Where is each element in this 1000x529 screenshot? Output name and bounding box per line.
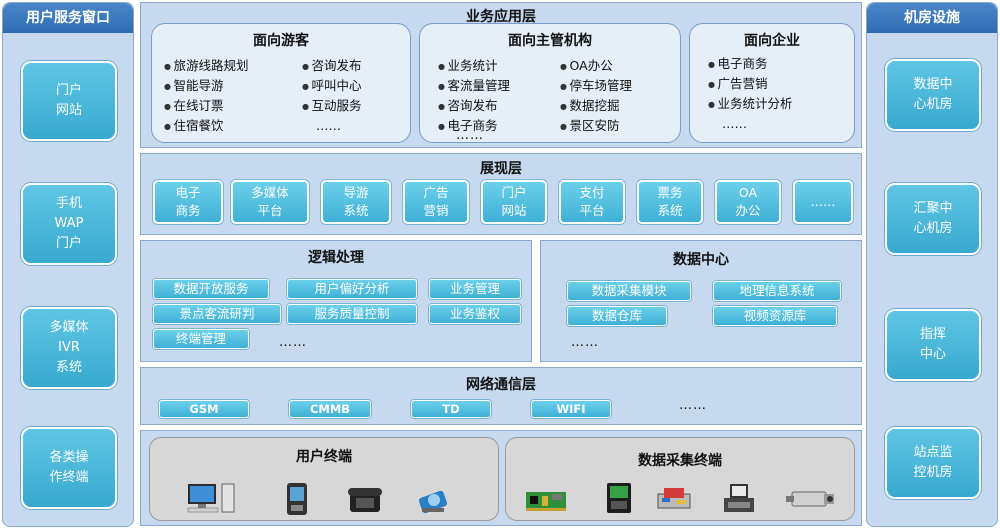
ecommerce-box: 电子 商务: [153, 180, 223, 224]
desktop-computer-icon: [187, 483, 235, 513]
data-center-title: 数据中心: [673, 252, 729, 268]
site-monitor-room-box: 站点监 控机房: [885, 427, 981, 499]
tour-guide-system-box: 导游 系统: [321, 180, 391, 224]
list-item: 景区安防: [560, 116, 632, 136]
pos-terminal-icon: [724, 484, 754, 512]
list-item: 旅游线路规划: [164, 56, 249, 76]
authority-more: ……: [456, 128, 484, 143]
video-library-pill: 视频资源库: [713, 306, 837, 326]
list-item: 客流量管理: [438, 76, 511, 96]
list-item: 电子商务: [438, 116, 510, 136]
portal-website-box: 门户 网站: [481, 180, 547, 224]
list-item: 咨询发布: [438, 96, 510, 116]
mobile-wap-portal-box: 手机 WAP 门户: [21, 183, 117, 265]
circuit-board-icon: [526, 492, 566, 511]
user-service-window-title: 用户服务窗口: [3, 3, 133, 33]
more-box: ……: [793, 180, 853, 224]
facility-title: 机房设施: [867, 3, 997, 33]
logic-more: ……: [279, 335, 307, 350]
list-item: 智能导游: [164, 76, 249, 96]
list-item: 数据挖掘: [560, 96, 632, 116]
list-item: 停车场管理: [560, 76, 633, 96]
list-item: 咨询发布: [302, 56, 362, 76]
network-communication-layer: 网络通信层 GSM CMMB TD WIFI ……: [140, 367, 862, 425]
user-service-window-column: 用户服务窗口 门户 网站 手机 WAP 门户 多媒体 IVR 系统 各类操 作终…: [2, 2, 134, 527]
authority-items-col2: OA办公 停车场管理 数据挖掘 景区安防: [560, 56, 633, 136]
more-ellipsis: ……: [316, 118, 341, 133]
authority-panel: 面向主管机构 业务统计 客流量管理 咨询发布 电子商务 OA办公 停车场管理 数…: [419, 23, 681, 143]
ticket-printer-icon: [657, 488, 691, 509]
business-application-layer: 业务应用层 面向游客 旅游线路规划 智能导游 在线订票 住宿餐饮 咨询发布 呼叫…: [140, 2, 862, 148]
list-item: 住宿餐饮: [164, 116, 249, 136]
business-layer-title: 业务应用层: [466, 9, 536, 25]
presentation-layer: 展现层 电子 商务 多媒体 平台 导游 系统 广告 营销 门户 网站 支付 平台…: [140, 153, 862, 235]
list-item: 广告营销: [708, 74, 793, 94]
gis-pill: 地理信息系统: [713, 281, 841, 301]
telephone-icon: [348, 488, 382, 512]
more-ellipsis: ……: [722, 116, 747, 131]
enterprise-items: 电子商务 广告营销 业务统计分析 ……: [708, 54, 793, 134]
gsm-pill: GSM: [159, 400, 249, 418]
tourist-title: 面向游客: [253, 33, 309, 49]
tourist-items-col1: 旅游线路规划 智能导游 在线订票 住宿餐饮: [164, 56, 249, 136]
tourist-items-col2: 咨询发布 呼叫中心 互动服务 ……: [302, 56, 362, 136]
scenic-flow-pill: 景点客流研判: [153, 304, 281, 324]
pda-icon: [287, 483, 307, 515]
multimedia-platform-box: 多媒体 平台: [231, 180, 309, 224]
data-center-more: ……: [571, 335, 599, 350]
user-preference-pill: 用户偏好分析: [287, 279, 417, 299]
list-item: 业务统计分析: [708, 94, 793, 114]
cmmb-pill: CMMB: [289, 400, 371, 418]
facility-column: 机房设施 数据中 心机房 汇聚中 心机房 指挥 中心 站点监 控机房: [866, 2, 998, 527]
network-more: ……: [679, 398, 707, 413]
terminal-layer: 用户终端 数据采集终端: [140, 430, 862, 526]
card-reader-icon: [607, 483, 631, 513]
portal-website-box: 门户 网站: [21, 61, 117, 141]
logic-processing-layer: 逻辑处理 数据开放服务 用户偏好分析 业务管理 景点客流研判 服务质量控制 业务…: [140, 240, 532, 362]
enterprise-panel: 面向企业 电子商务 广告营销 业务统计分析 ……: [689, 23, 855, 143]
oa-office-box: OA 办公: [715, 180, 781, 224]
data-warehouse-pill: 数据仓库: [567, 306, 667, 326]
user-terminal-panel: 用户终端: [149, 437, 499, 521]
tourist-panel: 面向游客 旅游线路规划 智能导游 在线订票 住宿餐饮 咨询发布 呼叫中心 互动服…: [151, 23, 411, 143]
cctv-camera-icon: [786, 491, 834, 507]
data-collection-pill: 数据采集模块: [567, 281, 691, 301]
list-item: 在线订票: [164, 96, 249, 116]
kiosk-icon: [418, 490, 448, 514]
data-collection-terminal-panel: 数据采集终端: [505, 437, 855, 521]
service-quality-pill: 服务质量控制: [287, 304, 417, 324]
business-management-pill: 业务管理: [429, 279, 521, 299]
aggregation-room-box: 汇聚中 心机房: [885, 183, 981, 255]
td-pill: TD: [411, 400, 491, 418]
logic-layer-title: 逻辑处理: [308, 250, 364, 266]
business-auth-pill: 业务鉴权: [429, 304, 521, 324]
ticketing-system-box: 票务 系统: [637, 180, 703, 224]
command-center-box: 指挥 中心: [885, 309, 981, 381]
multimedia-ivr-box: 多媒体 IVR 系统: [21, 307, 117, 389]
list-item: 呼叫中心: [302, 76, 362, 96]
ad-marketing-box: 广告 营销: [403, 180, 469, 224]
list-item: 电子商务: [708, 54, 793, 74]
payment-platform-box: 支付 平台: [559, 180, 625, 224]
list-item: OA办公: [560, 56, 632, 76]
authority-items-col1: 业务统计 客流量管理 咨询发布 电子商务: [438, 56, 511, 136]
data-center-layer: 数据中心 数据采集模块 地理信息系统 数据仓库 视频资源库 ……: [540, 240, 862, 362]
list-item: 业务统计: [438, 56, 510, 76]
data-terminal-title: 数据采集终端: [638, 453, 722, 469]
wifi-pill: WIFI: [531, 400, 611, 418]
enterprise-title: 面向企业: [744, 33, 800, 49]
data-open-service-pill: 数据开放服务: [153, 279, 269, 299]
list-item: 互动服务: [302, 96, 362, 116]
data-center-room-box: 数据中 心机房: [885, 59, 981, 131]
authority-title: 面向主管机构: [508, 33, 592, 49]
operation-terminal-box: 各类操 作终端: [21, 427, 117, 509]
terminal-management-pill: 终端管理: [153, 329, 249, 349]
network-layer-title: 网络通信层: [466, 377, 536, 393]
presentation-layer-title: 展现层: [480, 161, 522, 177]
user-terminal-title: 用户终端: [296, 449, 352, 465]
